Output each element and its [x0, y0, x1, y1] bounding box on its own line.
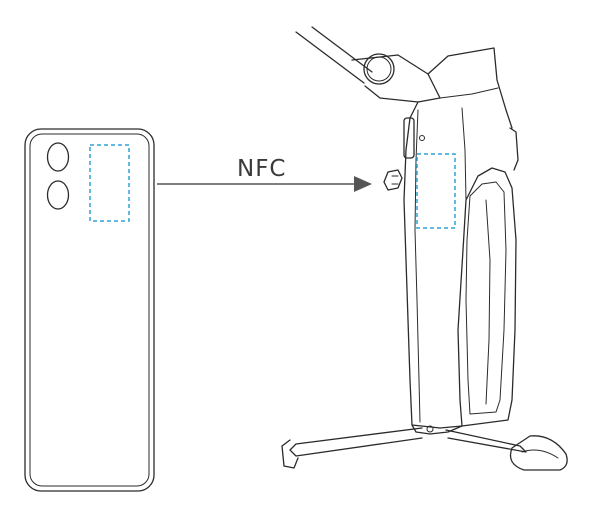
gimbal-base-screw-icon — [426, 425, 434, 433]
arrowhead-icon — [354, 176, 372, 192]
tripod-foot-left — [281, 439, 299, 469]
nfc-label: NFC — [237, 156, 287, 182]
nfc-arrow — [157, 176, 372, 192]
gimbal-arm — [295, 26, 373, 84]
gimbal-side-button — [403, 117, 415, 159]
gimbal-motor-knob-inner — [366, 56, 392, 82]
phone-camera-lens-icon — [46, 180, 70, 210]
gimbal-grip-contour — [485, 199, 491, 405]
gimbal-handle-contour — [461, 107, 467, 201]
phone-body — [24, 128, 155, 492]
gimbal-handle-contour — [414, 109, 421, 423]
tripod-leg-left — [289, 427, 423, 457]
gimbal-rear-button — [509, 127, 519, 171]
tripod-foot-right-detail — [521, 449, 559, 459]
gimbal-joint-line — [439, 87, 499, 99]
gimbal-joint — [427, 47, 513, 129]
tripod-foot-right — [509, 435, 568, 471]
gimbal-nfc-area — [416, 153, 456, 229]
gimbal-grip-contour — [465, 181, 507, 415]
gimbal-handle — [403, 101, 517, 429]
phone-body-inner-edge — [29, 133, 150, 487]
phone — [24, 128, 155, 492]
gimbal-motor-knob — [363, 53, 395, 85]
tripod-leg-right — [445, 429, 527, 453]
phone-camera-lens-icon — [46, 142, 70, 172]
gimbal-indicator-icon — [419, 135, 425, 141]
gimbal-trigger-detail — [391, 175, 399, 185]
phone-nfc-area — [89, 144, 130, 222]
gimbal-base — [411, 424, 463, 435]
gimbal-trigger — [383, 169, 403, 191]
gimbal — [281, 26, 568, 471]
